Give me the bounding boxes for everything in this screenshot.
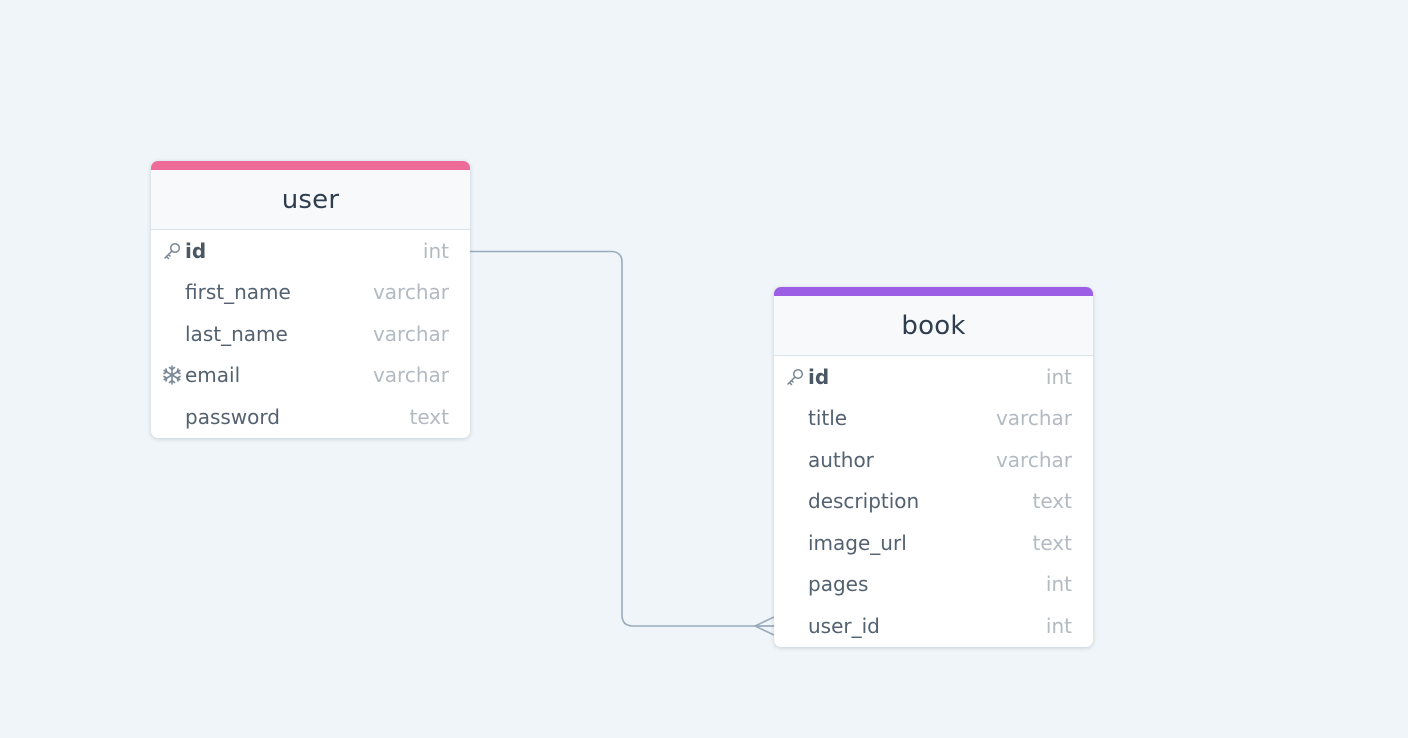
column-row-user-id[interactable]: user_id int	[774, 605, 1093, 647]
column-row-image-url[interactable]: image_url text	[774, 522, 1093, 564]
table-accent-bar	[151, 161, 470, 170]
column-row-pages[interactable]: pages int	[774, 564, 1093, 606]
column-name: description	[808, 489, 920, 514]
table-header[interactable]: user	[151, 170, 470, 230]
column-row-id[interactable]: id int	[774, 356, 1093, 398]
table-book[interactable]: book id int title varchar author varchar	[774, 287, 1093, 647]
column-type: varchar	[372, 280, 449, 305]
column-name: author	[808, 447, 874, 472]
column-type: varchar	[995, 406, 1072, 431]
column-list: id int first_name varchar last_name varc…	[151, 230, 470, 438]
table-title: book	[901, 310, 966, 341]
column-name: last_name	[185, 321, 288, 346]
column-type: text	[409, 404, 449, 429]
column-row-first-name[interactable]: first_name varchar	[151, 272, 470, 314]
column-name: image_url	[808, 530, 907, 555]
column-type: int	[422, 238, 449, 263]
column-type: varchar	[372, 321, 449, 346]
column-name: email	[185, 363, 241, 388]
column-type: int	[1045, 572, 1072, 597]
column-type: int	[1045, 613, 1072, 638]
column-row-password[interactable]: password text	[151, 396, 470, 438]
column-list: id int title varchar author varchar desc…	[774, 356, 1093, 647]
column-name: user_id	[808, 613, 880, 638]
table-title: user	[281, 184, 340, 215]
column-name: pages	[808, 572, 869, 597]
primary-key-icon	[161, 240, 183, 262]
column-type: varchar	[995, 447, 1072, 472]
column-name: id	[808, 364, 830, 389]
column-row-id[interactable]: id int	[151, 230, 470, 272]
relation-line-user-book[interactable]	[470, 250, 774, 627]
column-name: title	[808, 406, 848, 431]
table-user[interactable]: user id int first_name varchar last_name	[151, 161, 470, 438]
column-row-email[interactable]: email varchar	[151, 355, 470, 397]
column-type: text	[1032, 489, 1072, 514]
table-accent-bar	[774, 287, 1093, 296]
table-header[interactable]: book	[774, 296, 1093, 356]
crows-foot-many-icon	[753, 616, 775, 636]
column-row-description[interactable]: description text	[774, 481, 1093, 523]
column-row-title[interactable]: title varchar	[774, 398, 1093, 440]
column-type: text	[1032, 530, 1072, 555]
column-type: varchar	[372, 363, 449, 388]
column-name: id	[185, 238, 207, 263]
column-row-author[interactable]: author varchar	[774, 439, 1093, 481]
column-name: password	[185, 404, 280, 429]
column-name: first_name	[185, 280, 291, 305]
column-row-last-name[interactable]: last_name varchar	[151, 313, 470, 355]
column-type: int	[1045, 364, 1072, 389]
primary-key-icon	[784, 366, 806, 388]
unique-snowflake-icon	[161, 364, 183, 386]
